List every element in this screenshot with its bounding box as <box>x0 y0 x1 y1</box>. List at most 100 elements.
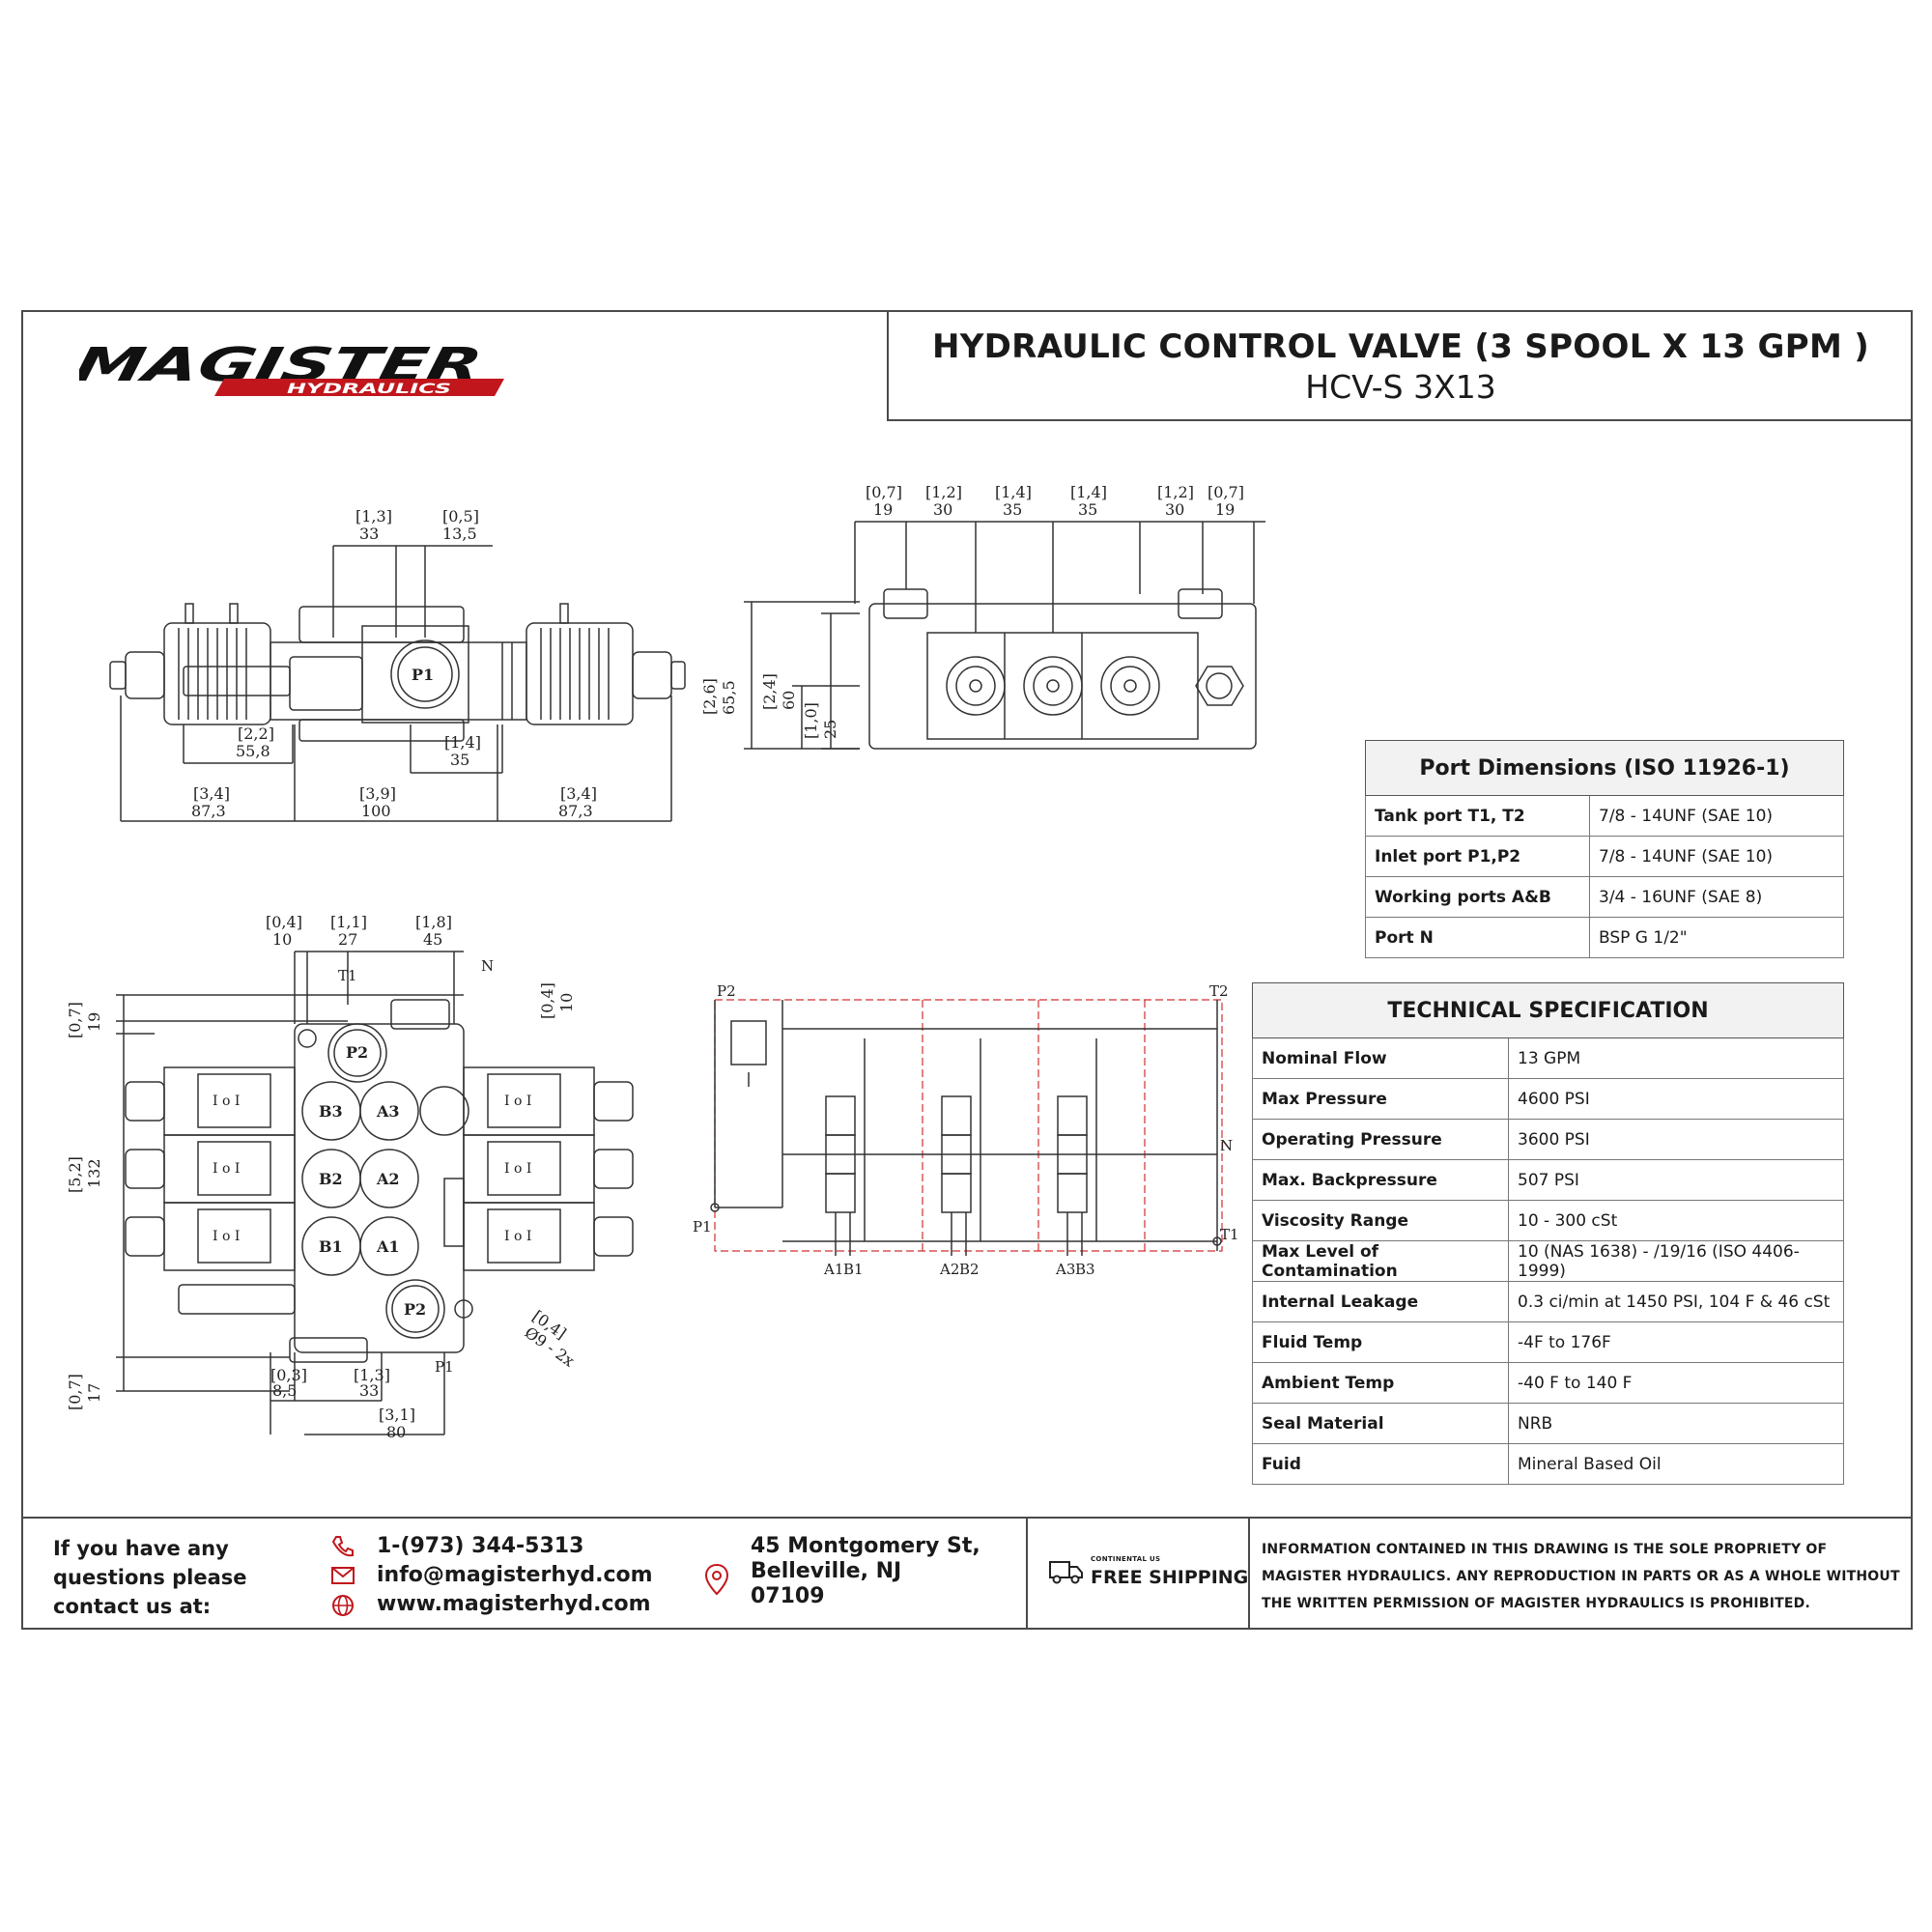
port-label-a2: A2 <box>376 1170 400 1188</box>
address-line: 45 Montgomery St, <box>751 1534 980 1558</box>
row-value: 10 (NAS 1638) - /19/16 (ISO 4406-1999) <box>1508 1240 1844 1282</box>
row-label: Nominal Flow <box>1252 1037 1509 1079</box>
legal-notice: INFORMATION CONTAINED IN THIS DRAWING IS… <box>1262 1542 1900 1611</box>
schematic-label-t2: T2 <box>1209 982 1229 1000</box>
title-block: HYDRAULIC CONTROL VALVE (3 SPOOL X 13 GP… <box>887 310 1913 421</box>
dim-label: 35 <box>450 751 469 769</box>
dim-label: [0,4] <box>538 982 556 1019</box>
website-link[interactable]: www.magisterhyd.com <box>377 1592 651 1616</box>
dim-label: 87,3 <box>191 802 226 820</box>
port-label-a3: A3 <box>376 1102 400 1121</box>
dim-label: 60 <box>780 691 798 710</box>
dim-label: [1,8] <box>415 913 452 931</box>
address-line: Belleville, NJ <box>751 1559 902 1583</box>
dim-label: [0,5] <box>442 507 479 526</box>
dim-label: [0,7] <box>66 1374 84 1410</box>
top-view-drawing: P1 [1,3] 33 [0,5] 13,5 [2,2] 55,8 [1,4] … <box>109 507 686 822</box>
coil-label: I o I <box>213 1161 240 1177</box>
row-label: Seal Material <box>1252 1403 1509 1444</box>
dim-label: [1,3] <box>355 507 392 526</box>
table-row: Fluid Temp-4F to 176F <box>1252 1321 1844 1363</box>
dim-label: 19 <box>873 500 893 519</box>
dim-label: 35 <box>1003 500 1022 519</box>
dim-label: [0,7] <box>866 483 902 501</box>
dim-label: [0,4] <box>266 913 302 931</box>
schematic-label-t1: T1 <box>1220 1226 1239 1243</box>
dim-label: [3,4] <box>560 784 597 803</box>
row-label: Operating Pressure <box>1252 1119 1509 1160</box>
dim-label: 87,3 <box>558 802 593 820</box>
footer-divider <box>1248 1519 1250 1630</box>
front-view-drawing: I o I I o I I o I I o I I o I I o I T1 N… <box>66 913 634 1441</box>
globe-icon <box>332 1595 354 1616</box>
row-value: -40 F to 140 F <box>1508 1362 1844 1404</box>
dim-label: [2,2] <box>238 724 274 743</box>
port-label-t1: T1 <box>338 967 357 984</box>
row-label: Max. Backpressure <box>1252 1159 1509 1201</box>
schematic-label-b2: B2 <box>959 1261 980 1278</box>
side-view-drawing: [0,7] 19 [1,2] 30 [1,4] 35 [1,4] 35 [1,2… <box>700 483 1265 750</box>
table-row: Ambient Temp-40 F to 140 F <box>1252 1362 1844 1404</box>
model-number: HCV-S 3X13 <box>1305 368 1496 406</box>
logo-subtext: HYDRAULICS <box>287 382 451 396</box>
dim-label: [2,4] <box>760 673 779 710</box>
contact-prompt: If you have any questions please contact… <box>53 1537 247 1618</box>
row-value: 3/4 - 16UNF (SAE 8) <box>1589 876 1844 918</box>
row-value: NRB <box>1508 1403 1844 1444</box>
dim-label: [3,4] <box>193 784 230 803</box>
dim-label: [0,7] <box>1208 483 1244 501</box>
dim-label: 45 <box>423 930 442 949</box>
dim-label: 35 <box>1078 500 1097 519</box>
phone-link[interactable]: 1-(973) 344-5313 <box>377 1534 584 1558</box>
dim-label: 33 <box>359 525 379 543</box>
coil-label: I o I <box>504 1094 531 1109</box>
row-label: Tank port T1, T2 <box>1365 795 1590 837</box>
email-link[interactable]: info@magisterhyd.com <box>377 1563 653 1587</box>
row-value: 10 - 300 cSt <box>1508 1200 1844 1241</box>
dim-label: [3,9] <box>359 784 396 803</box>
dim-label: 10 <box>272 930 292 949</box>
port-label-b2: B2 <box>319 1170 343 1188</box>
free-shipping-label: FREE SHIPPING <box>1091 1567 1249 1588</box>
row-value: 0.3 ci/min at 1450 PSI, 104 F & 46 cSt <box>1508 1281 1844 1322</box>
dim-label: 132 <box>85 1158 103 1188</box>
dim-label: 27 <box>338 930 357 949</box>
schematic-label-n: N <box>1220 1137 1233 1154</box>
port-label-a1: A1 <box>376 1237 400 1256</box>
row-label: Internal Leakage <box>1252 1281 1509 1322</box>
dim-label: 25 <box>821 720 839 739</box>
dim-label: [1,3] <box>354 1366 390 1384</box>
row-label: Inlet port P1,P2 <box>1365 836 1590 877</box>
dim-label: [1,2] <box>925 483 962 501</box>
dim-label: 33 <box>359 1381 379 1400</box>
row-value: 7/8 - 14UNF (SAE 10) <box>1589 836 1844 877</box>
schematic-label-a2: A2 <box>939 1261 959 1278</box>
shipping-region: CONTINENTAL US <box>1091 1555 1161 1563</box>
address-line: 07109 <box>751 1584 825 1608</box>
phone-icon <box>331 1536 354 1557</box>
port-dimensions-heading: Port Dimensions (ISO 11926-1) <box>1365 740 1844 796</box>
schematic-label-a3: A3 <box>1055 1261 1075 1278</box>
dim-label: [0,7] <box>66 1002 84 1038</box>
port-dimensions-table: Port Dimensions (ISO 11926-1) Tank port … <box>1365 740 1844 958</box>
dim-label: [3,1] <box>379 1406 415 1424</box>
address: 45 Montgomery St, Belleville, NJ 07109 <box>751 1534 1002 1609</box>
row-value: Mineral Based Oil <box>1508 1443 1844 1485</box>
row-value: 4600 PSI <box>1508 1078 1844 1120</box>
coil-label: I o I <box>213 1229 240 1244</box>
dim-label: 65,5 <box>720 680 738 715</box>
schematic-label-a1: A1 <box>823 1261 843 1278</box>
port-label-b3: B3 <box>319 1102 343 1121</box>
row-value: 507 PSI <box>1508 1159 1844 1201</box>
port-label-p1: P1 <box>435 1358 454 1376</box>
hydraulic-schematic: P2 T2 P1 N T1 A1 B1 A2 B2 A3 B3 <box>693 982 1239 1278</box>
row-label: Viscosity Range <box>1252 1200 1509 1241</box>
page-title: HYDRAULIC CONTROL VALVE (3 SPOOL X 13 GP… <box>931 327 1870 366</box>
